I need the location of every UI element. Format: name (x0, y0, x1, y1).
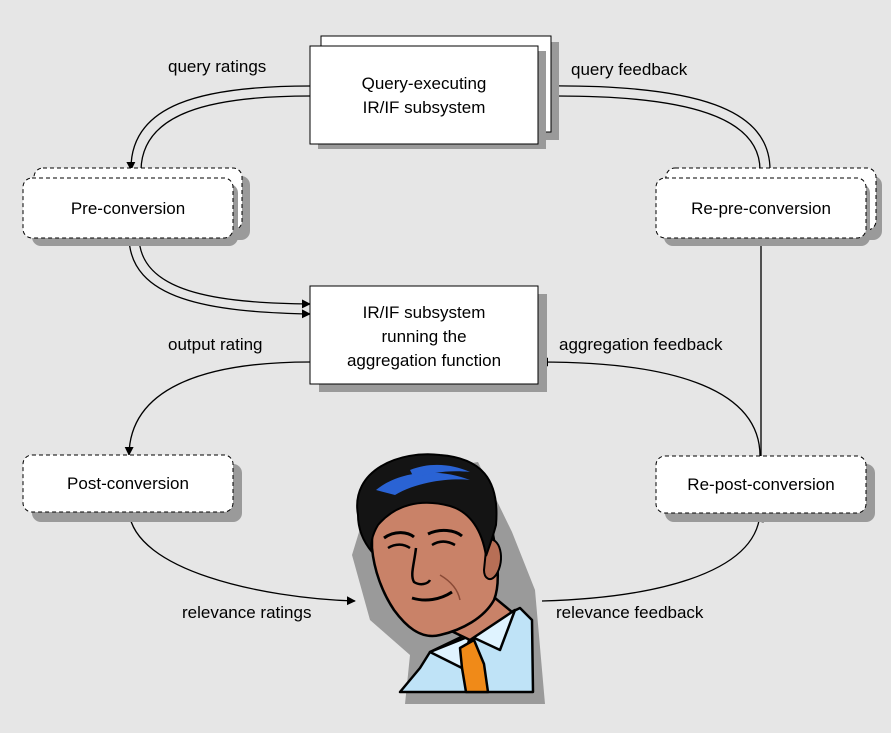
label-query-feedback: query feedback (571, 60, 688, 79)
edge-relevance-ratings (128, 511, 356, 606)
node-aggregation-line3: aggregation function (347, 351, 501, 370)
edge-pre-to-aggregation (128, 235, 311, 319)
node-pre-conversion: Pre-conversion (22, 167, 250, 246)
edge-labels: query ratings query feedback output rati… (168, 57, 723, 622)
node-query-executing: Query-executing IR/IF subsystem (309, 35, 559, 149)
edge-aggregation-feedback (539, 357, 761, 457)
node-aggregation-line2: running the (381, 327, 466, 346)
label-relevance-ratings: relevance ratings (182, 603, 311, 622)
node-query-executing-line1: Query-executing (362, 74, 487, 93)
node-post-conversion: Post-conversion (22, 454, 242, 522)
label-output-rating: output rating (168, 335, 263, 354)
man-portrait-icon (352, 453, 545, 704)
node-query-executing-line2: IR/IF subsystem (363, 98, 486, 117)
node-re-post-conversion-label: Re-post-conversion (687, 475, 834, 494)
node-aggregation-line1: IR/IF subsystem (363, 303, 486, 322)
label-relevance-feedback: relevance feedback (556, 603, 704, 622)
edges (124, 81, 771, 606)
node-aggregation: IR/IF subsystem running the aggregation … (309, 285, 547, 392)
node-re-pre-conversion-label: Re-pre-conversion (691, 199, 831, 218)
edge-query-feedback (540, 81, 771, 171)
label-query-ratings: query ratings (168, 57, 266, 76)
node-re-pre-conversion: Re-pre-conversion (655, 167, 882, 246)
edge-query-ratings (126, 85, 311, 171)
edge-relevance-feedback (541, 513, 764, 602)
label-aggregation-feedback: aggregation feedback (559, 335, 723, 354)
node-re-post-conversion: Re-post-conversion (655, 455, 875, 522)
node-post-conversion-label: Post-conversion (67, 474, 189, 493)
node-pre-conversion-label: Pre-conversion (71, 199, 185, 218)
edge-output-rating (124, 361, 311, 456)
